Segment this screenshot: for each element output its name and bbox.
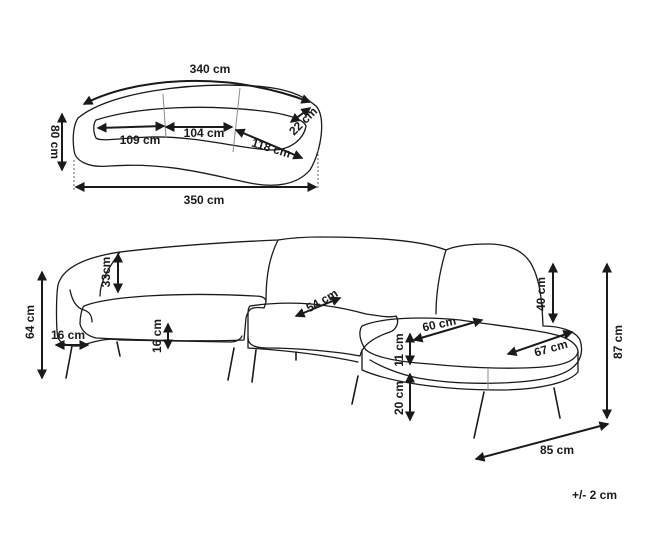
dim-section-1-arrow [96,121,166,133]
dim-right-depth-arrow [474,421,610,462]
dim-middle-seat-depth-arrow [294,296,342,318]
dim-leg-height-label: 20 cm [392,381,406,415]
dim-right-seat-depth-label: 67 cm [533,337,570,360]
leg-1 [65,345,73,379]
dim-cushion-height-label: 16 cm [150,319,164,353]
dim-section-2-label: 104 cm [184,126,225,140]
dim-overall-depth-arrow [82,79,312,105]
dim-middle-seat-depth-label: 54 cm [304,286,340,315]
top-view: 340 cm 350 cm 80 cm 22 cm 109 cm 104 cm … [48,62,323,207]
dim-section-3-label: 118 cm [250,136,292,161]
leg-3 [227,347,235,381]
dim-arm-width-label: 16 cm [51,328,85,342]
left-arm-inner [69,289,93,323]
sofa-back-outline [57,236,583,384]
middle-back-left-curve [265,239,279,301]
dim-section-1-label: 109 cm [120,133,161,147]
right-base-outline [361,349,579,391]
dim-total-height-right-label: 87 cm [611,325,625,359]
dim-total-height-left-label: 64 cm [23,305,37,339]
middle-seat-cushion [247,302,399,357]
dim-right-depth-label: 85 cm [540,443,574,457]
dim-right-seat-width-label: 60 cm [421,314,457,335]
middle-back-right-curve [435,249,447,315]
dim-right-seat-width-arrow [412,317,484,343]
front-view: 33cm 64 cm 16 cm 16 cm 54 cm 60 cm 40 cm… [23,236,625,462]
dim-overall-depth-label: 340 cm [190,62,231,76]
dim-right-back-label: 40 cm [534,277,548,311]
leg-6 [351,375,359,405]
dim-overall-width-label: 350 cm [184,193,225,207]
leg-7 [473,391,485,439]
dim-seat-depth-arrow [289,107,312,123]
dim-back-height-label: 33cm [99,257,113,288]
dim-section-3-arrow [234,128,304,160]
middle-base-outline [247,337,359,363]
dim-depth-label: 80 cm [48,125,62,159]
dim-seat-thickness-label: 11 cm [392,333,406,366]
leg-4 [251,349,257,383]
dim-right-seat-depth-arrow [506,330,574,356]
left-seat-cushion [79,293,267,342]
leg-8 [553,387,561,419]
tolerance-note: +/- 2 cm [572,488,617,502]
top-view-seam-2 [232,87,241,153]
leg-2 [116,341,121,357]
top-view-seam-1 [162,93,167,139]
top-view-outline [72,84,323,186]
